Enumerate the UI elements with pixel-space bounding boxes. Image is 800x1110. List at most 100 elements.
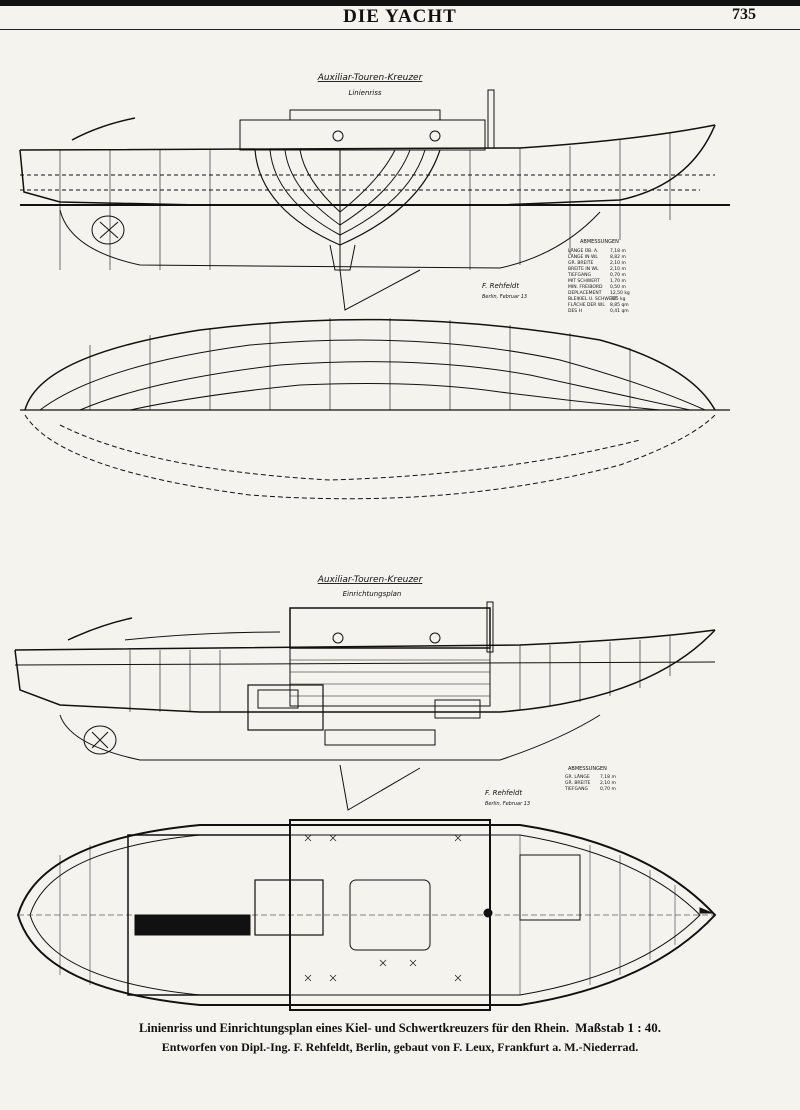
saloon-table — [349, 879, 431, 951]
plate1-title: Auxiliar-Touren-Kreuzer — [317, 73, 424, 83]
deck-plan-inner — [29, 834, 701, 996]
propeller-aperture-2 — [83, 725, 117, 755]
lines-plan: Auxiliar-Touren-Kreuzer Linienriss — [19, 73, 730, 500]
half-breadth-stations — [89, 318, 631, 410]
svg-text:GR. BREITE: GR. BREITE — [568, 260, 593, 266]
plate2-subtitle: Einrichtungsplan — [343, 590, 402, 598]
svg-text:GR. LÄNGE: GR. LÄNGE — [565, 773, 590, 780]
cabin-trunk — [239, 119, 486, 151]
svg-text:1,70 m: 1,70 m — [610, 278, 626, 284]
sheer-line-2 — [14, 629, 716, 651]
cockpit-coaming — [124, 631, 281, 641]
svg-text:BLEIKIEL U. SCHWERT: BLEIKIEL U. SCHWERT — [568, 296, 617, 302]
journal-title: DIE YACHT — [343, 6, 457, 27]
bow-fitting — [699, 907, 713, 914]
plate1-signature: F. Rehfeldt — [482, 282, 519, 290]
plate2-dimensions-heading: ABMESSUNGEN — [568, 766, 607, 772]
centreboard-2 — [339, 764, 421, 811]
porthole-1 — [332, 130, 344, 142]
svg-text:0,70 m: 0,70 m — [610, 272, 626, 278]
propeller-icon-2 — [91, 731, 109, 749]
plate2-title: Auxiliar-Touren-Kreuzer — [317, 575, 424, 585]
deckhouse-top — [289, 109, 441, 121]
body-plan-section-1 — [269, 149, 426, 236]
keel-section — [329, 244, 356, 271]
sheer-line — [19, 124, 716, 151]
deckhouse-profile — [289, 607, 491, 649]
body-plan-section-3 — [299, 149, 396, 213]
page-top-bar — [0, 0, 800, 6]
deck-line-2 — [14, 661, 716, 666]
tiller — [71, 117, 136, 141]
porthole-3 — [332, 632, 344, 644]
svg-text:LÄNGE IN WL: LÄNGE IN WL — [568, 253, 598, 260]
arrangement-plan: Auxiliar-Touren-Kreuzer Einrichtungsplan — [14, 575, 717, 1011]
svg-text:7,18 m: 7,18 m — [610, 248, 626, 254]
svg-text:MIT SCHWERT: MIT SCHWERT — [568, 278, 600, 284]
underwater-body — [59, 209, 601, 269]
engine-profile — [247, 684, 324, 731]
svg-text:FLÄCHE DER WL: FLÄCHE DER WL — [568, 301, 605, 308]
half-breadth-diagonal — [59, 424, 641, 481]
saloon-profile — [289, 647, 491, 707]
water-tank — [434, 699, 481, 719]
station-lines — [59, 132, 671, 270]
tiller-2 — [67, 617, 133, 641]
svg-text:MIN. FREIBORD: MIN. FREIBORD — [568, 284, 603, 290]
ballast-keel-box — [324, 729, 436, 746]
porthole-4 — [429, 632, 441, 644]
svg-text:8,85 qm: 8,85 qm — [610, 302, 629, 308]
caption-line-1: Linienriss und Einrichtungsplan eines Ki… — [0, 1020, 800, 1036]
underwater-body-2 — [59, 714, 601, 761]
plate1-subtitle: Linienriss — [348, 89, 381, 97]
exhaust-stack — [487, 89, 495, 149]
plate2-signature-place: Berlin, Februar 13 — [485, 801, 530, 807]
bunk-marks — [304, 834, 462, 982]
svg-text:0,70 m: 0,70 m — [600, 786, 616, 792]
header-rule — [0, 29, 800, 30]
svg-text:0,41 qm: 0,41 qm — [610, 308, 629, 314]
plate2-signature: F. Rehfeldt — [485, 789, 522, 797]
half-breadth-upper — [24, 318, 716, 411]
svg-text:725 kg: 725 kg — [610, 296, 626, 302]
engine-block — [257, 689, 299, 709]
half-breadth-waterline-3 — [129, 383, 661, 411]
hull-profile — [19, 124, 716, 206]
svg-text:DEPLACEMENT: DEPLACEMENT — [568, 290, 602, 296]
svg-text:LÄNGE ÜB. A.: LÄNGE ÜB. A. — [568, 247, 599, 254]
half-breadth-lower — [24, 414, 716, 500]
mast-step — [483, 908, 493, 918]
svg-text:2,10 m: 2,10 m — [610, 266, 626, 272]
svg-text:TIEFGANG: TIEFGANG — [567, 272, 591, 278]
svg-text:2,10 m: 2,10 m — [600, 780, 616, 786]
plate1-signature-place: Berlin, Februar 13 — [482, 294, 527, 300]
svg-text:0,50 m: 0,50 m — [610, 284, 626, 290]
caption-scale: Maßstab 1 : 40. — [575, 1020, 662, 1035]
body-plan-section-2 — [284, 149, 411, 226]
svg-text:BREITE IN WL: BREITE IN WL — [568, 266, 599, 272]
forepeak-hatch — [519, 854, 581, 921]
deck-frames — [59, 835, 676, 995]
svg-text:12,50 kg: 12,50 kg — [610, 290, 630, 296]
centreboard — [339, 269, 421, 311]
page-number: 735 — [732, 6, 756, 23]
caption-line-2: Entworfen von Dipl.-Ing. F. Rehfeldt, Be… — [161, 1040, 639, 1054]
propeller-aperture — [91, 215, 125, 245]
engine-plan — [254, 879, 324, 936]
saloon-bulkhead-planks — [290, 659, 490, 697]
propeller-icon — [99, 221, 119, 239]
svg-text:2,10 m: 2,10 m — [610, 260, 626, 266]
porthole-2 — [429, 130, 441, 142]
half-breadth-waterline-1 — [39, 339, 706, 411]
half-breadth-waterline-2 — [79, 361, 691, 411]
svg-text:GR. BREITE: GR. BREITE — [565, 780, 590, 786]
svg-text:TIEFGANG: TIEFGANG — [564, 786, 588, 792]
frame-lines — [129, 636, 671, 712]
cockpit-grating — [134, 914, 251, 936]
svg-text:DES H: DES H — [568, 308, 582, 314]
plate1-dimensions-table: LÄNGE ÜB. A. 7,18 m LÄNGE IN WL 8,82 m GR.… — [567, 247, 630, 314]
svg-text:8,82 m: 8,82 m — [610, 254, 626, 260]
hull-profile-2 — [14, 629, 716, 713]
